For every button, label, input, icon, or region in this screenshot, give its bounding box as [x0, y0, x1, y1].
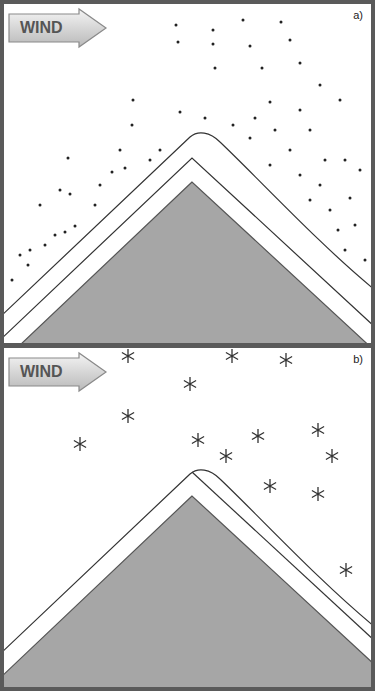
snowflake	[252, 429, 264, 443]
snowflake	[326, 449, 338, 463]
wind-label: WIND	[20, 363, 63, 381]
new-snow-cornice	[4, 133, 371, 343]
snowflake	[74, 437, 86, 451]
snowflake	[184, 377, 196, 391]
snowflake	[122, 349, 134, 363]
snowflake	[226, 349, 238, 363]
wind-label: WIND	[20, 19, 63, 37]
mountain	[4, 496, 371, 687]
mountain	[4, 182, 371, 343]
snowflake	[312, 423, 324, 437]
snowflake	[340, 563, 352, 577]
snowflake	[220, 449, 232, 463]
snow-cornice	[4, 470, 371, 687]
panel-a-scene	[0, 20, 375, 419]
panel-letter: a)	[353, 9, 363, 21]
old-snow-surface	[192, 472, 371, 687]
panel-letter: b)	[353, 353, 363, 365]
diagram-panel: a) WIND	[0, 0, 375, 347]
wind-arrow: WIND	[8, 8, 107, 48]
snowflake	[122, 409, 134, 423]
snow-particles	[12, 20, 365, 280]
arrow-outline	[9, 353, 106, 391]
snowflake	[312, 487, 324, 501]
panel-b-scene	[0, 349, 375, 691]
diagram-panel: b) WIND	[0, 344, 375, 691]
snowflake	[192, 433, 204, 447]
arrow-outline	[9, 9, 106, 47]
old-snow-surface	[4, 158, 371, 343]
snowflake	[264, 479, 276, 493]
wind-arrow: WIND	[8, 352, 107, 392]
snowflake	[280, 353, 292, 367]
